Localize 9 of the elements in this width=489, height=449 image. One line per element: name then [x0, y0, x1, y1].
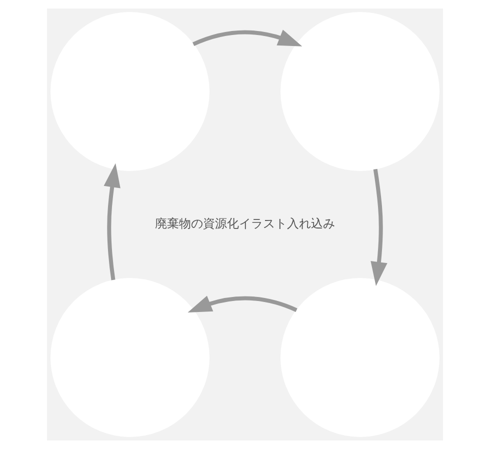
- node-circle: [50, 12, 209, 171]
- arrow: [370, 168, 387, 286]
- node-circle: [280, 278, 439, 437]
- arrow: [187, 296, 297, 312]
- node-circle: [280, 12, 439, 171]
- arrow: [192, 30, 302, 46]
- node-circle: [50, 278, 209, 437]
- label: 廃棄物の資源化イラスト入れ込み: [154, 216, 334, 231]
- arrow: [103, 163, 120, 280]
